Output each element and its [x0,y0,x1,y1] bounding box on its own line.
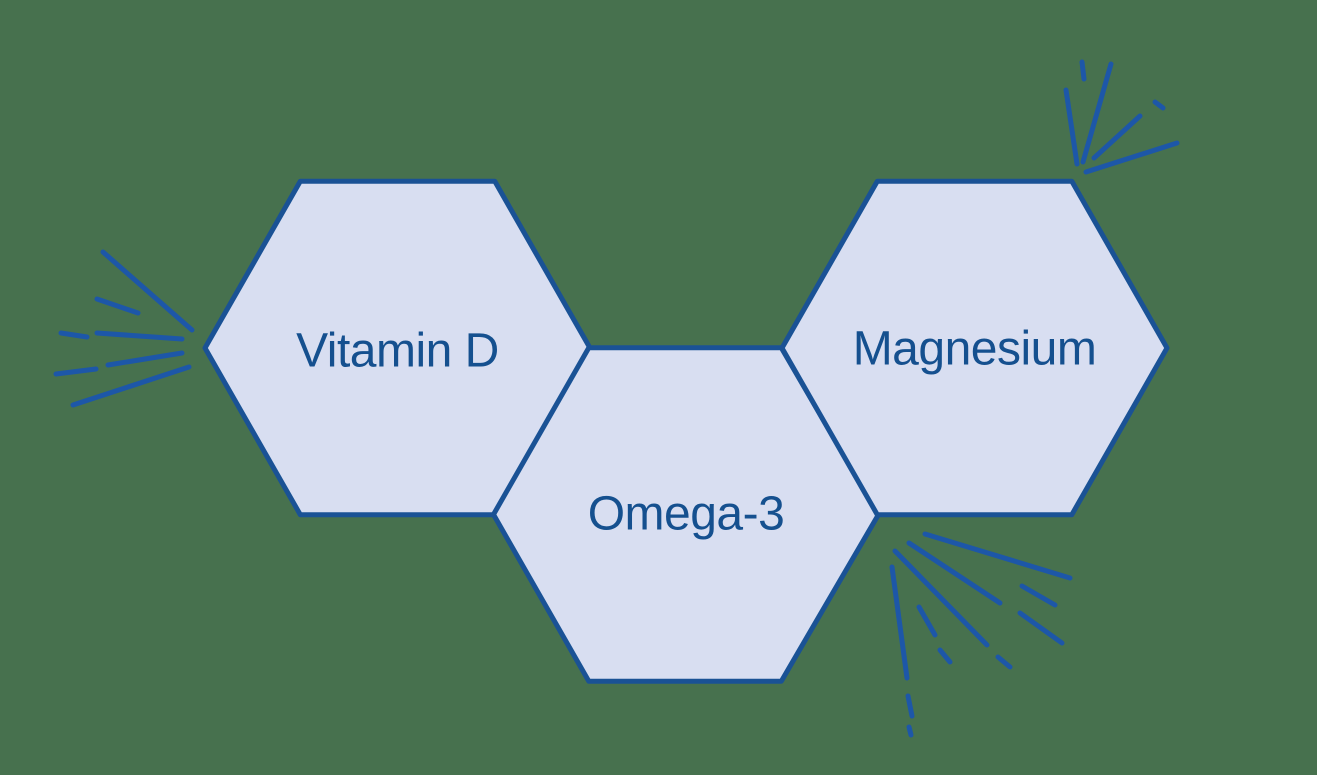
hexagon-label-vitamin-d: Vitamin D [296,325,499,378]
sparkle-ray [105,350,185,368]
sparkle-ray [995,654,1013,670]
sparkle-ray [94,330,185,342]
sparkle-ray [1017,610,1065,646]
sparkle-ray [906,724,914,738]
sparkle-ray [889,564,910,681]
sparkle-ray [1079,59,1087,82]
sparkle-burst-top-right-icon [1063,59,1180,175]
sparkle-burst-left-icon [53,249,195,408]
sparkle-burst-bottom-right-icon [889,531,1073,738]
hexagon-label-omega-3: Omega-3 [588,488,785,541]
sparkle-ray [58,330,90,340]
hexagon-label-magnesium: Magnesium [853,323,1097,376]
sparkle-ray [1091,113,1143,161]
sparkle-ray [1080,61,1114,165]
sparkle-ray [94,296,141,316]
sparkle-ray [892,548,990,648]
sparkle-ray [916,604,938,638]
sparkle-ray [100,249,195,333]
sparkle-ray [1083,140,1180,175]
sparkle-ray [1019,583,1058,608]
sparkle-ray [53,366,99,377]
sparkle-ray [922,531,1073,581]
sparkle-ray [1152,99,1166,111]
sparkle-ray [905,693,915,719]
sparkle-ray [937,647,953,665]
sparkle-ray [906,540,1003,606]
hexagon-magnesium [779,178,1170,518]
sparkle-ray [1063,87,1080,167]
sparkle-ray [70,364,192,408]
